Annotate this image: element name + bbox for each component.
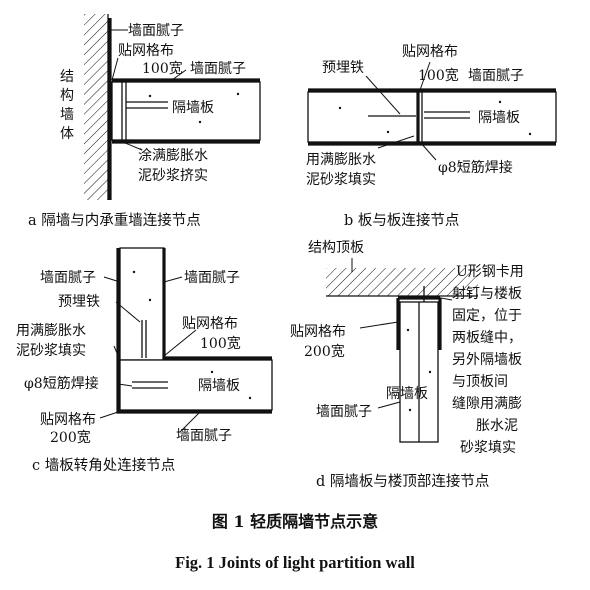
label-a-5: 构 xyxy=(60,88,74,104)
panel-c: 墙面腻子 墙面腻子 预埋铁 用满膨胀水 泥砂浆填实 贴网格布 100宽 φ8短筋… xyxy=(16,247,273,474)
label-d-13: 墙面腻子 xyxy=(316,404,372,420)
label-a-2: 100宽 xyxy=(142,60,183,77)
subtitle-c: c 墙板转角处连接节点 xyxy=(32,456,175,474)
aggregate-dot xyxy=(148,298,152,302)
leader-line xyxy=(117,139,143,151)
partition-boards xyxy=(307,91,557,143)
structural-wall-hatch xyxy=(84,14,108,200)
leader-line xyxy=(171,69,187,81)
aggregate-dot xyxy=(148,94,152,98)
label-c-8: 隔墙板 xyxy=(198,378,240,394)
panel-a: 墙面腻子 贴网格布 100宽 墙面腻子 结 构 墙 体 隔墙板 涂满膨胀水 泥砂… xyxy=(28,14,261,229)
label-c-10: 200宽 xyxy=(50,429,91,446)
aggregate-dot xyxy=(236,92,240,96)
label-b-1: 贴网格布 xyxy=(402,44,458,60)
leader-line xyxy=(419,141,437,161)
figure-caption-en: Fig. 1 Joints of light partition wall xyxy=(175,553,415,572)
label-a-8: 隔墙板 xyxy=(172,100,214,116)
aggregate-dot xyxy=(210,370,214,374)
leader-line xyxy=(377,401,401,409)
leader-line xyxy=(365,75,401,115)
label-d-10: 贴网格布 xyxy=(290,324,346,340)
aggregate-dot xyxy=(408,408,412,412)
aggregate-dot xyxy=(338,106,342,110)
aggregate-dot xyxy=(198,120,202,124)
aggregate-dot xyxy=(132,270,136,274)
leader-line xyxy=(163,329,197,357)
label-d-12: 隔墙板 xyxy=(386,386,428,402)
aggregate-dot xyxy=(428,370,432,374)
leader-line xyxy=(429,295,453,301)
label-a-6: 墙 xyxy=(60,107,74,123)
label-c-2: 预埋铁 xyxy=(58,294,100,310)
label-c-1: 墙面腻子 xyxy=(184,270,240,286)
leader-line xyxy=(377,135,415,149)
leader-line xyxy=(419,61,431,91)
leader-line xyxy=(115,301,141,323)
leader-line xyxy=(113,345,121,361)
leader-line xyxy=(103,276,121,283)
label-d-2: 射钉与楼板 xyxy=(452,286,522,302)
label-c-11: 墙面腻子 xyxy=(176,428,232,444)
label-a-4: 结 xyxy=(60,69,74,85)
leader-line xyxy=(111,57,119,81)
aggregate-dot xyxy=(498,100,502,104)
label-c-9: 贴网格布 xyxy=(40,412,96,428)
subtitle-a: a 隔墙与内承重墙连接节点 xyxy=(28,212,201,229)
label-c-6: 100宽 xyxy=(200,335,241,352)
label-c-5: 贴网格布 xyxy=(182,316,238,332)
partition-board xyxy=(111,81,261,141)
label-c-3: 用满膨胀水 xyxy=(16,322,86,339)
leader-line xyxy=(117,383,133,387)
label-d-6: 与顶板间 xyxy=(452,374,508,390)
label-d-9: 砂浆填实 xyxy=(460,440,516,456)
label-a-1: 贴网格布 xyxy=(118,43,174,59)
structural-slab-hatch xyxy=(326,268,478,296)
label-c-7: φ8短筋焊接 xyxy=(24,375,99,392)
leader-line xyxy=(99,411,119,419)
label-c-0: 墙面腻子 xyxy=(40,270,96,286)
label-a-10: 泥砂浆挤实 xyxy=(138,168,208,184)
label-b-0: 预埋铁 xyxy=(322,60,364,76)
aggregate-dot xyxy=(406,328,410,332)
leader-line xyxy=(179,411,201,433)
label-d-11: 200宽 xyxy=(304,343,345,360)
leader-line xyxy=(163,276,183,283)
label-d-0: 结构顶板 xyxy=(308,240,364,256)
horizontal-board xyxy=(119,359,273,411)
label-b-4: 隔墙板 xyxy=(478,110,520,126)
label-c-4: 泥砂浆填实 xyxy=(16,343,86,359)
figure-caption-cn: 图 1 轻质隔墙节点示意 xyxy=(212,512,378,531)
subtitle-b: b 板与板连接节点 xyxy=(344,211,459,229)
label-a-9: 涂满膨胀水 xyxy=(138,147,208,164)
label-d-1: U形钢卡用 xyxy=(456,264,524,280)
label-a-3: 墙面腻子 xyxy=(190,61,246,77)
aggregate-dot xyxy=(528,132,532,136)
panel-b: 预埋铁 贴网格布 100宽 墙面腻子 隔墙板 用满膨胀水 泥砂浆填实 φ8短筋焊… xyxy=(306,44,557,229)
label-b-6: 泥砂浆填实 xyxy=(306,172,376,188)
label-b-3: 墙面腻子 xyxy=(468,68,524,84)
label-b-2: 100宽 xyxy=(418,67,459,84)
panel-d: 结构顶板 U形钢卡用 射钉与楼板 固定，位于 两板缝中， 另外隔墙板 与顶板间 … xyxy=(290,240,524,490)
label-d-7: 缝隙用满膨 xyxy=(452,395,522,412)
label-d-5: 另外隔墙板 xyxy=(452,352,522,368)
label-d-8: 胀水泥 xyxy=(476,418,518,434)
subtitle-d: d 隔墙板与楼顶部连接节点 xyxy=(316,472,489,490)
aggregate-dot xyxy=(386,130,390,134)
leader-line xyxy=(359,321,399,329)
label-d-4: 两板缝中， xyxy=(452,330,522,346)
label-a-0: 墙面腻子 xyxy=(128,23,184,39)
mesh-cloth-inner xyxy=(162,248,272,360)
label-d-3: 固定，位于 xyxy=(452,308,522,324)
aggregate-dot xyxy=(248,396,252,400)
label-b-7: φ8短筋焊接 xyxy=(438,159,513,176)
label-b-5: 用满膨胀水 xyxy=(306,151,376,168)
label-a-7: 体 xyxy=(60,126,74,142)
